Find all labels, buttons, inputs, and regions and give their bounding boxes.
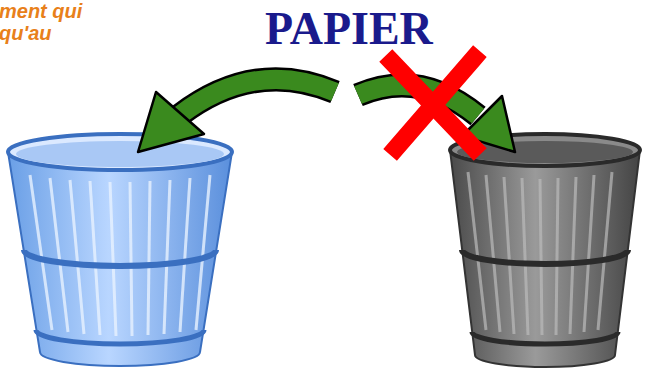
grey-basket: [450, 134, 640, 367]
partial-note: ment qui: [0, 0, 82, 22]
red-cross: [392, 58, 474, 148]
green-arrow: [138, 79, 335, 152]
partial-note: qu'au: [0, 22, 52, 44]
blue-basket: [8, 134, 232, 366]
title-label: PAPIER: [265, 4, 433, 54]
